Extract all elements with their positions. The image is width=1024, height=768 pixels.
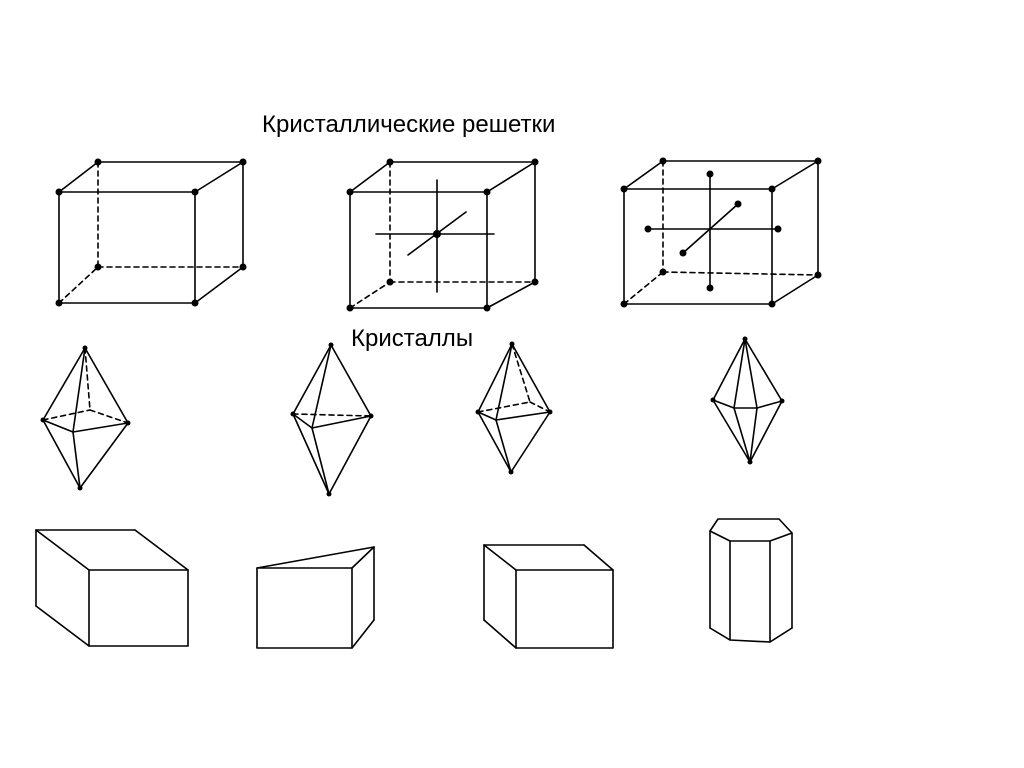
bipyramid-4: [710, 336, 785, 465]
title-crystal-lattices: Кристаллические решетки: [262, 111, 556, 138]
bipyramid-2: [290, 342, 374, 497]
wedge-prism: [256, 546, 375, 649]
body-centered-lattice: [346, 158, 539, 312]
bipyramid-3: [475, 341, 553, 475]
face-centered-lattice: [620, 157, 822, 308]
rectangular-prism: [35, 529, 189, 647]
hexagonal-prism: [709, 518, 793, 643]
title-crystals: Кристаллы: [351, 325, 474, 352]
box-prism: [483, 544, 614, 649]
bipyramid-1: [40, 345, 131, 491]
simple-cubic-lattice: [55, 158, 247, 307]
